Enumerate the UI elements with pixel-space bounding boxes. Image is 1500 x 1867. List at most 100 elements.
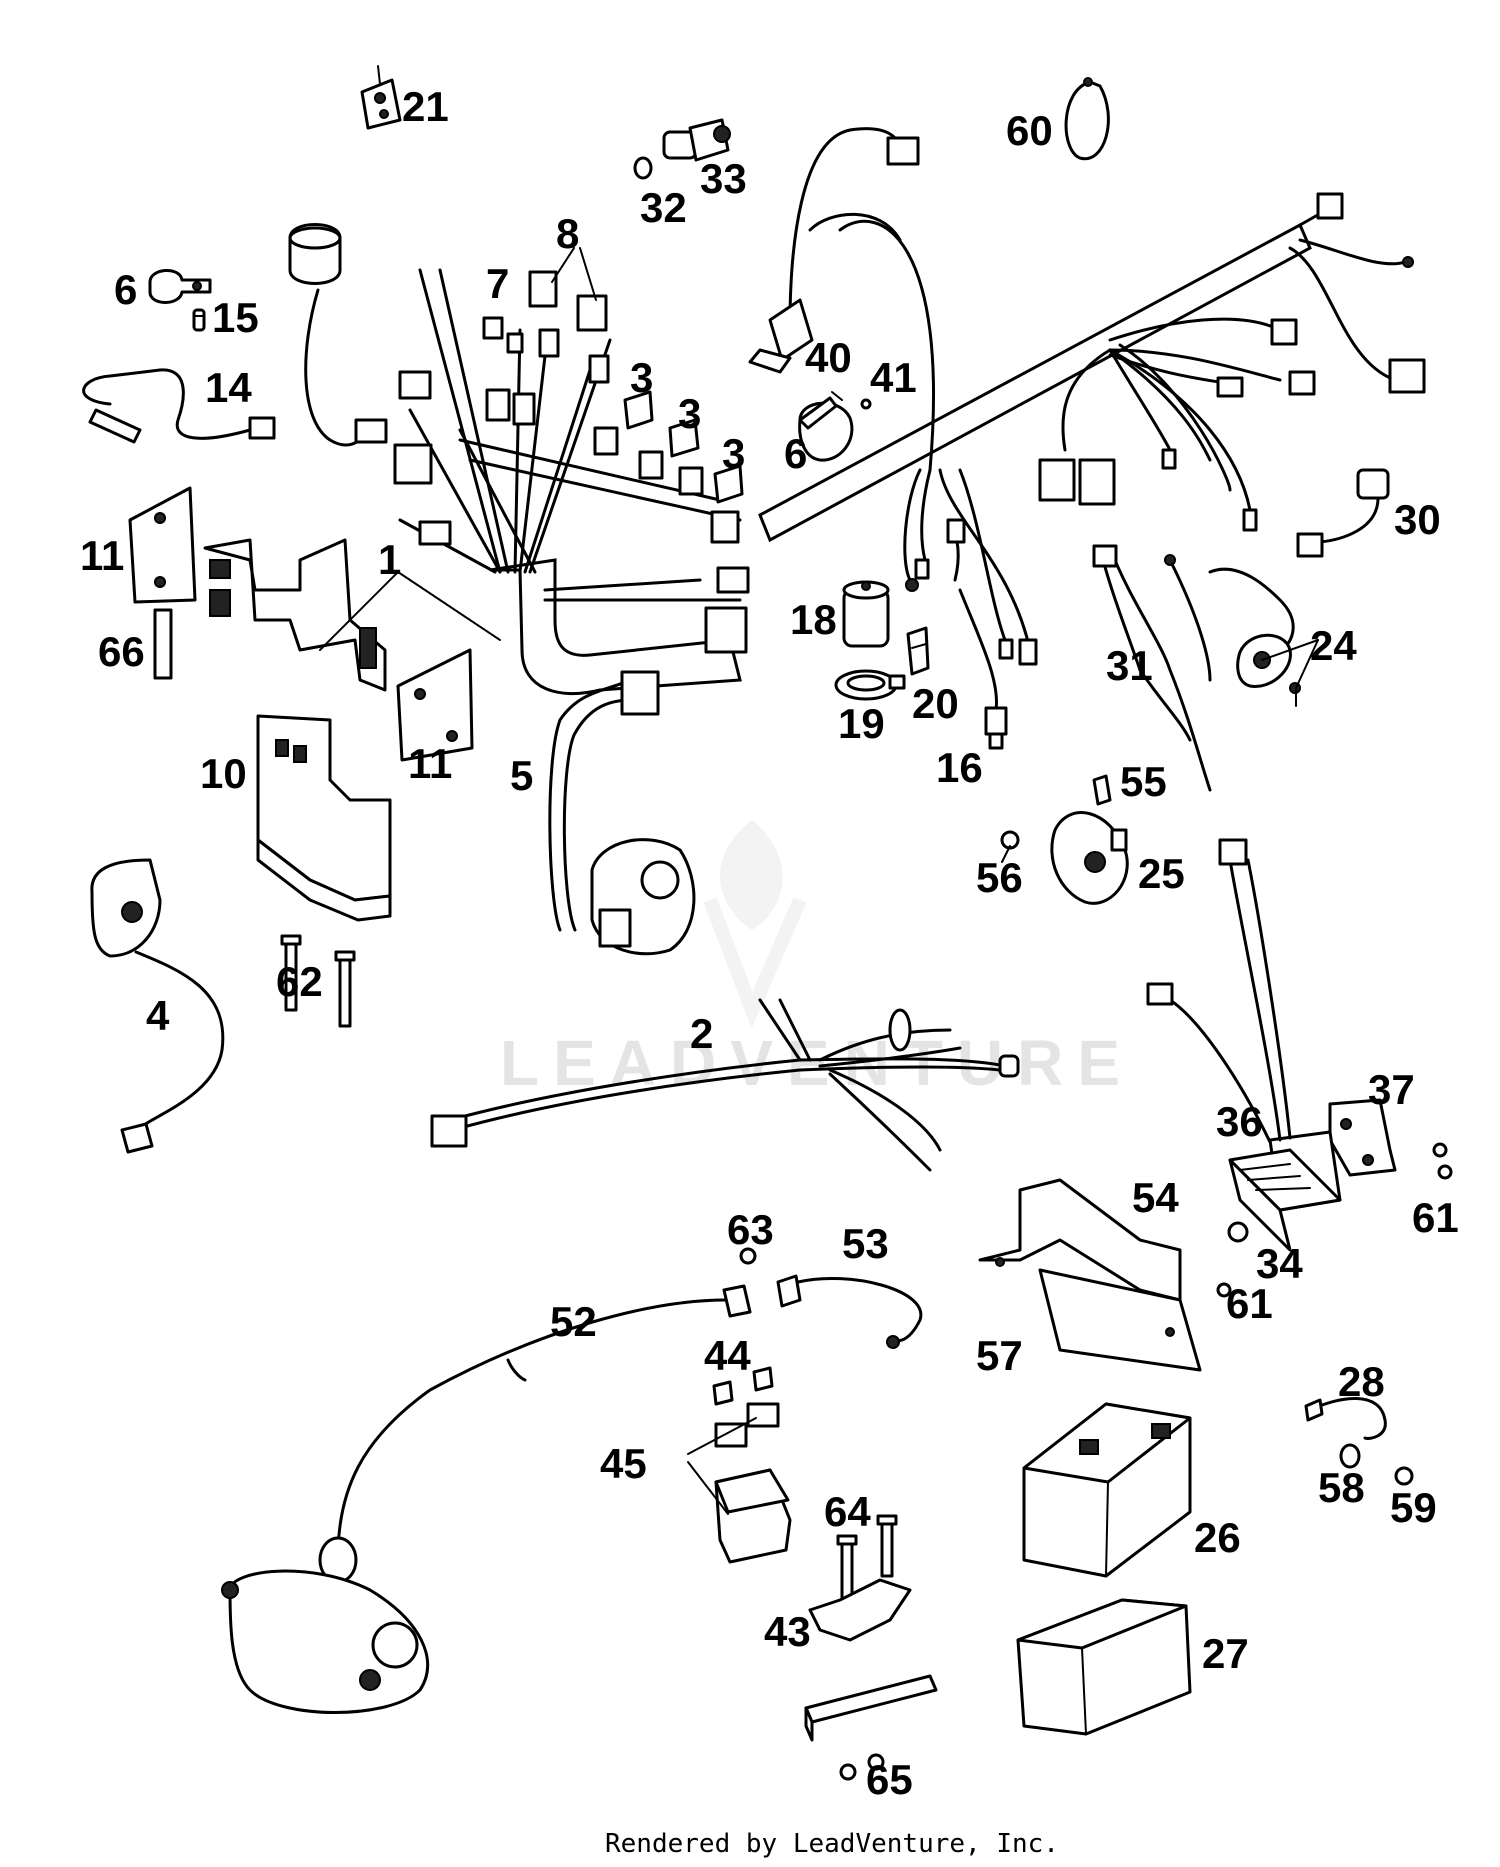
label-43: 43 <box>764 1608 811 1655</box>
label-56: 56 <box>976 854 1023 901</box>
label-11a: 11 <box>80 532 124 579</box>
part-45-relay <box>714 1402 792 1564</box>
part-53-cable <box>776 1274 923 1349</box>
label-18: 18 <box>790 596 837 643</box>
part-11-plate-right <box>396 648 474 762</box>
label-16: 16 <box>936 744 983 791</box>
main-harness-tube <box>758 192 1426 543</box>
part-ignition-lead <box>748 127 935 472</box>
label-64: 64 <box>824 1488 871 1535</box>
label-32: 32 <box>640 184 687 231</box>
label-40: 40 <box>805 334 852 381</box>
part-24-sensor <box>1208 567 1301 707</box>
part-56-screw <box>1000 830 1020 863</box>
label-41: 41 <box>870 354 917 401</box>
part-36-regulator <box>1146 838 1342 1252</box>
part-10-plate <box>256 714 392 922</box>
part-65-nuts <box>839 1753 885 1781</box>
part-19-band <box>834 669 906 701</box>
label-33: 33 <box>700 155 747 202</box>
label-21: 21 <box>402 83 449 130</box>
label-59: 59 <box>1390 1484 1437 1531</box>
label-11b: 11 <box>408 740 452 787</box>
leader-lines <box>551 247 1319 1515</box>
part-52-cable <box>318 1284 752 1584</box>
label-19: 19 <box>838 700 885 747</box>
label-65: 65 <box>866 1756 913 1803</box>
label-55: 55 <box>1120 758 1167 805</box>
label-10: 10 <box>200 750 247 797</box>
label-26: 26 <box>1194 1514 1241 1561</box>
part-8-caps <box>528 270 608 332</box>
label-62: 62 <box>276 958 323 1005</box>
part-1-bracket <box>203 538 501 692</box>
label-28: 28 <box>1338 1358 1385 1405</box>
label-31: 31 <box>1106 642 1153 689</box>
part-15-screw <box>192 308 206 332</box>
label-61a: 61 <box>1412 1194 1459 1241</box>
label-60: 60 <box>1006 107 1053 154</box>
starter-motor <box>221 1569 430 1714</box>
part-59-screw <box>1394 1466 1414 1486</box>
label-15: 15 <box>212 294 259 341</box>
part-66-rod <box>153 608 173 680</box>
label-53: 53 <box>842 1220 889 1267</box>
label-30: 30 <box>1394 496 1441 543</box>
part-16-switch <box>958 588 1008 750</box>
label-66: 66 <box>98 628 145 675</box>
label-52: 52 <box>550 1298 597 1345</box>
label-58: 58 <box>1318 1464 1365 1511</box>
label-61b: 61 <box>1226 1280 1273 1327</box>
part-5-handlebar-switch <box>548 670 696 956</box>
label-3a: 3 <box>630 354 653 401</box>
label-14: 14 <box>205 364 252 411</box>
label-34: 34 <box>1256 1240 1303 1287</box>
label-8: 8 <box>556 210 579 257</box>
label-54: 54 <box>1132 1174 1179 1221</box>
part-20-clip <box>906 626 930 676</box>
part-43-bracket <box>804 1578 938 1742</box>
part-54-holder <box>978 1178 1202 1372</box>
part-18-capacitor <box>842 580 890 648</box>
part-58-washer <box>1339 1443 1361 1469</box>
part-6-clamp-top <box>148 269 212 304</box>
part-44-caps <box>712 1366 774 1406</box>
part-63-screw <box>739 1247 757 1265</box>
part-60-clamp <box>1064 77 1110 161</box>
label-45: 45 <box>600 1440 647 1487</box>
part-11-plate-left <box>128 486 197 604</box>
label-44: 44 <box>704 1332 751 1379</box>
label-63: 63 <box>727 1206 774 1253</box>
label-2: 2 <box>690 1010 713 1057</box>
label-7: 7 <box>486 260 509 307</box>
label-25: 25 <box>1138 850 1185 897</box>
part-4-coil <box>90 858 225 1154</box>
part-26-battery <box>1022 1402 1192 1578</box>
part-6-clamp-second <box>798 396 854 462</box>
part-33-switch <box>633 118 731 180</box>
part-7-plugs <box>482 316 524 354</box>
label-27: 27 <box>1202 1630 1249 1677</box>
label-1: 1 <box>378 536 401 583</box>
label-3b: 3 <box>678 390 701 437</box>
label-37: 37 <box>1368 1066 1415 1113</box>
part-3-grommets <box>623 390 744 504</box>
part-28-cable <box>1304 1396 1387 1440</box>
label-5: 5 <box>510 752 533 799</box>
footer-credit: Rendered by LeadVenture, Inc. <box>605 1829 1059 1859</box>
part-61-screws-right <box>1216 1142 1453 1298</box>
part-34-nut <box>1227 1221 1249 1243</box>
label-4: 4 <box>146 992 170 1039</box>
part-25-horn <box>1050 811 1129 905</box>
part-coil-top <box>288 223 388 447</box>
part-30-sensor <box>1296 468 1390 558</box>
label-24: 24 <box>1310 622 1357 669</box>
label-36: 36 <box>1216 1098 1263 1145</box>
part-27-tray <box>1016 1598 1192 1736</box>
label-20: 20 <box>912 680 959 727</box>
main-harness-left <box>393 268 750 696</box>
part-2-harness <box>430 998 1020 1172</box>
watermark-logo <box>703 820 807 1029</box>
harness-branch-wires <box>903 468 1038 666</box>
part-14-sensor <box>82 368 276 444</box>
